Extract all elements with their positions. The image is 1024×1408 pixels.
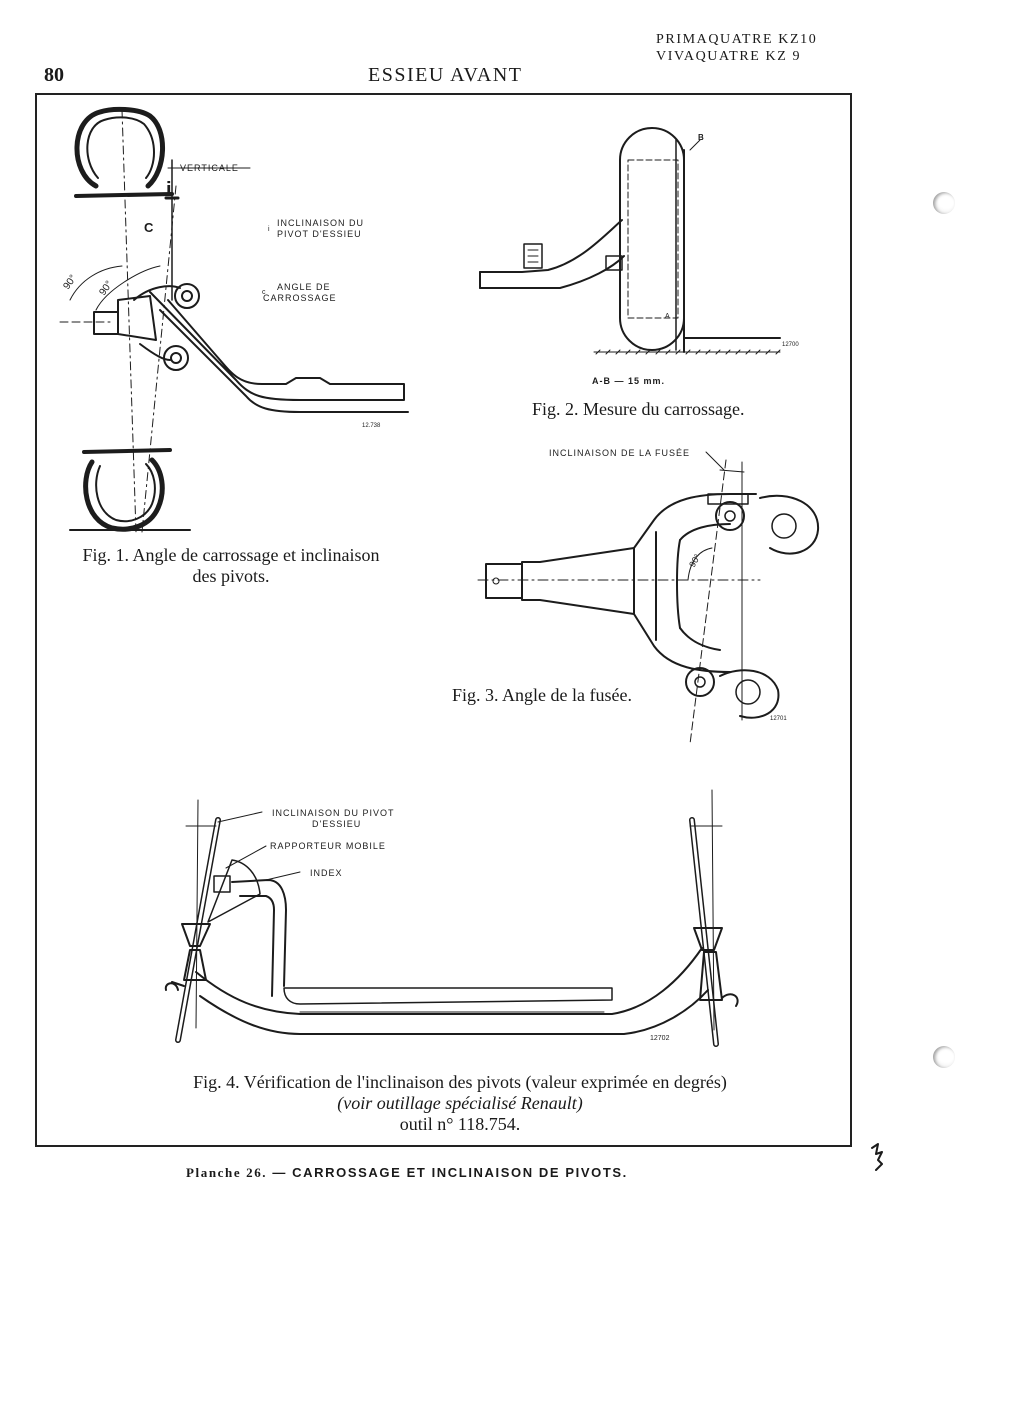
fig4-label-1-line2: D'ESSIEU — [312, 819, 361, 829]
fig2-label-a: A — [665, 313, 670, 320]
fig1-angle-1: 90° — [61, 273, 79, 292]
fig1-legend-c-line1: ANGLE DE — [277, 282, 331, 292]
fig4-caption-line2: (voir outillage spécialisé Renault) — [337, 1093, 583, 1113]
fig1-caption-line2: des pivots. — [192, 566, 270, 586]
fig1-drawing — [59, 106, 409, 533]
fig2-measure: A-B — 15 mm. — [592, 376, 665, 386]
fig2-caption: Fig. 2. Mesure du carrossage. — [532, 399, 745, 419]
fig2-drawing — [479, 127, 781, 355]
fig4-label-1-line1: INCLINAISON DU PIVOT — [272, 808, 395, 818]
fig4-caption-line1: Fig. 4. Vérification de l'inclinaison de… — [193, 1072, 727, 1092]
fig3-caption: Fig. 3. Angle de la fusée. — [452, 685, 632, 705]
fig1-legend-i-key: i — [268, 226, 270, 233]
fig4-caption: Fig. 4. Vérification de l'inclinaison de… — [120, 1072, 800, 1135]
fig4-label-2: RAPPORTEUR MOBILE — [270, 841, 386, 851]
page-title: ESSIEU AVANT — [368, 64, 523, 86]
fig4-label-3: INDEX — [310, 868, 343, 878]
model-reference: PRIMAQUATRE KZ10 VIVAQUATRE KZ 9 — [656, 31, 817, 65]
fig3-angle: 90° — [687, 552, 703, 569]
fig3-ref: 12701 — [770, 716, 787, 722]
fig3-label: INCLINAISON DE LA FUSÉE — [549, 448, 690, 458]
binder-hole-top — [933, 192, 955, 214]
page-number: 80 — [44, 64, 64, 86]
fig3-drawing — [477, 451, 820, 745]
ink-mark — [871, 1143, 883, 1171]
fig4-drawing — [164, 789, 739, 1047]
model-line-primaquatre: PRIMAQUATRE KZ10 — [656, 32, 818, 47]
fig1-legend-c-line2: CARROSSAGE — [263, 293, 337, 303]
fig1-label-verticale: VERTICALE — [180, 163, 239, 173]
fig1-legend-i-line1: INCLINAISON DU — [277, 218, 364, 228]
binder-hole-bottom — [933, 1046, 955, 1068]
fig4-ref: 12702 — [650, 1035, 670, 1042]
fig1-caption: Fig. 1. Angle de carrossage et inclinais… — [76, 545, 386, 587]
fig1-legend-c-key: c — [262, 289, 266, 296]
fig4-caption-line3: outil n° 118.754. — [399, 1114, 521, 1134]
fig2-ref: 12700 — [782, 342, 799, 348]
fig2-label-b: B — [698, 133, 704, 142]
plate-title: — CARROSSAGE ET INCLINAISON DE PIVOTS. — [272, 1165, 628, 1180]
fig1-angle-2: 90° — [97, 279, 115, 298]
fig1-ref: 12.738 — [362, 423, 381, 429]
fig1-marker-i: i — [166, 179, 172, 201]
fig1-caption-line1: Fig. 1. Angle de carrossage et inclinais… — [82, 545, 380, 565]
plate-number: Planche 26. — [186, 1165, 268, 1180]
model-line-vivaquatre: VIVAQUATRE KZ 9 — [656, 49, 802, 64]
fig1-marker-c: C — [144, 220, 154, 235]
fig1-legend-i-line2: PIVOT D'ESSIEU — [277, 229, 362, 239]
plate-frame — [35, 93, 852, 1147]
plate-footer: Planche 26. — CARROSSAGE ET INCLINAISON … — [186, 1165, 628, 1181]
